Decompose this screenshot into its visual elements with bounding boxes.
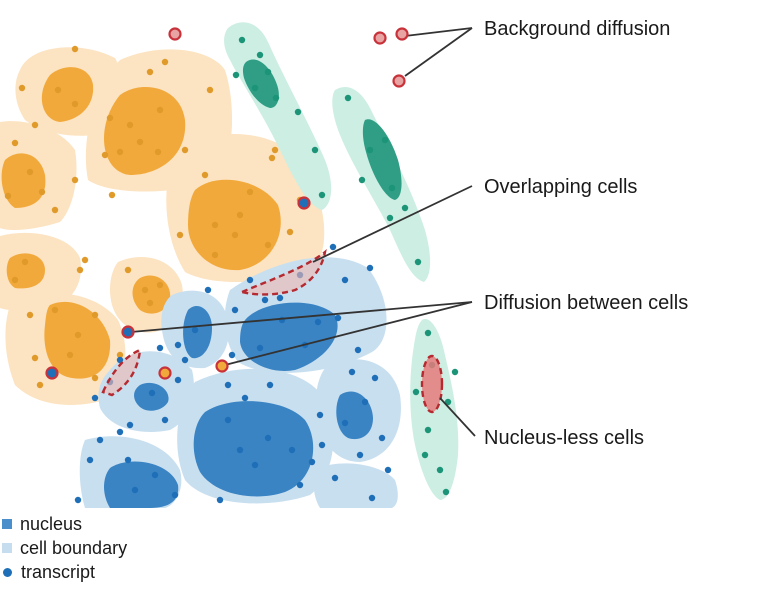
legend: nucleus cell boundary transcript (2, 512, 127, 584)
legend-item-transcript: transcript (2, 560, 127, 584)
orange-nucleus (188, 179, 281, 271)
green-nucleus (362, 119, 402, 200)
highlighted-transcripts (45, 27, 409, 380)
overlapping-cells-label: Overlapping cells (484, 176, 637, 198)
blue-nucleus (183, 306, 212, 359)
background-transcript (168, 27, 182, 41)
blue-cell (313, 463, 398, 508)
green-transcripts (232, 36, 459, 496)
background-diffusion-label: Background diffusion (484, 18, 670, 40)
orange-nucleus (1, 153, 46, 208)
legend-label: cell boundary (20, 537, 128, 558)
orange-cell-cluster (0, 45, 325, 405)
legend-item-cell-boundary: cell boundary (2, 536, 127, 560)
diffused-transcript (158, 366, 172, 380)
orange-nucleus (103, 87, 186, 175)
diffused-transcript (215, 359, 229, 373)
overlap-regions (101, 249, 444, 414)
nucleus-less-cells-label: Nucleus-less cells (484, 427, 644, 449)
blue-nucleus (104, 461, 179, 508)
blue-nucleus (134, 382, 169, 411)
legend-label: transcript (21, 561, 96, 582)
diffused-transcript (121, 325, 135, 339)
cell-boundary-swatch-icon (2, 543, 12, 553)
diffused-transcript (45, 366, 59, 380)
blue-nucleus (193, 401, 314, 497)
background-transcript (395, 27, 409, 41)
transcript-dot-icon (3, 567, 12, 577)
legend-item-nucleus: nucleus (2, 512, 127, 536)
nucleus-swatch-icon (2, 519, 12, 529)
background-transcript (373, 31, 387, 45)
orange-transcripts (4, 45, 304, 389)
diffusion-between-cells-label: Diffusion between cells (484, 292, 688, 314)
orange-nucleus (41, 67, 94, 122)
nucleus-less-cell (420, 354, 444, 414)
callout-lines (130, 27, 476, 437)
background-transcript (392, 74, 406, 88)
overlap-region (101, 348, 142, 397)
diffused-transcript (297, 196, 311, 210)
orange-nucleus (44, 301, 111, 379)
legend-label: nucleus (20, 513, 83, 534)
overlap-region (238, 249, 327, 296)
